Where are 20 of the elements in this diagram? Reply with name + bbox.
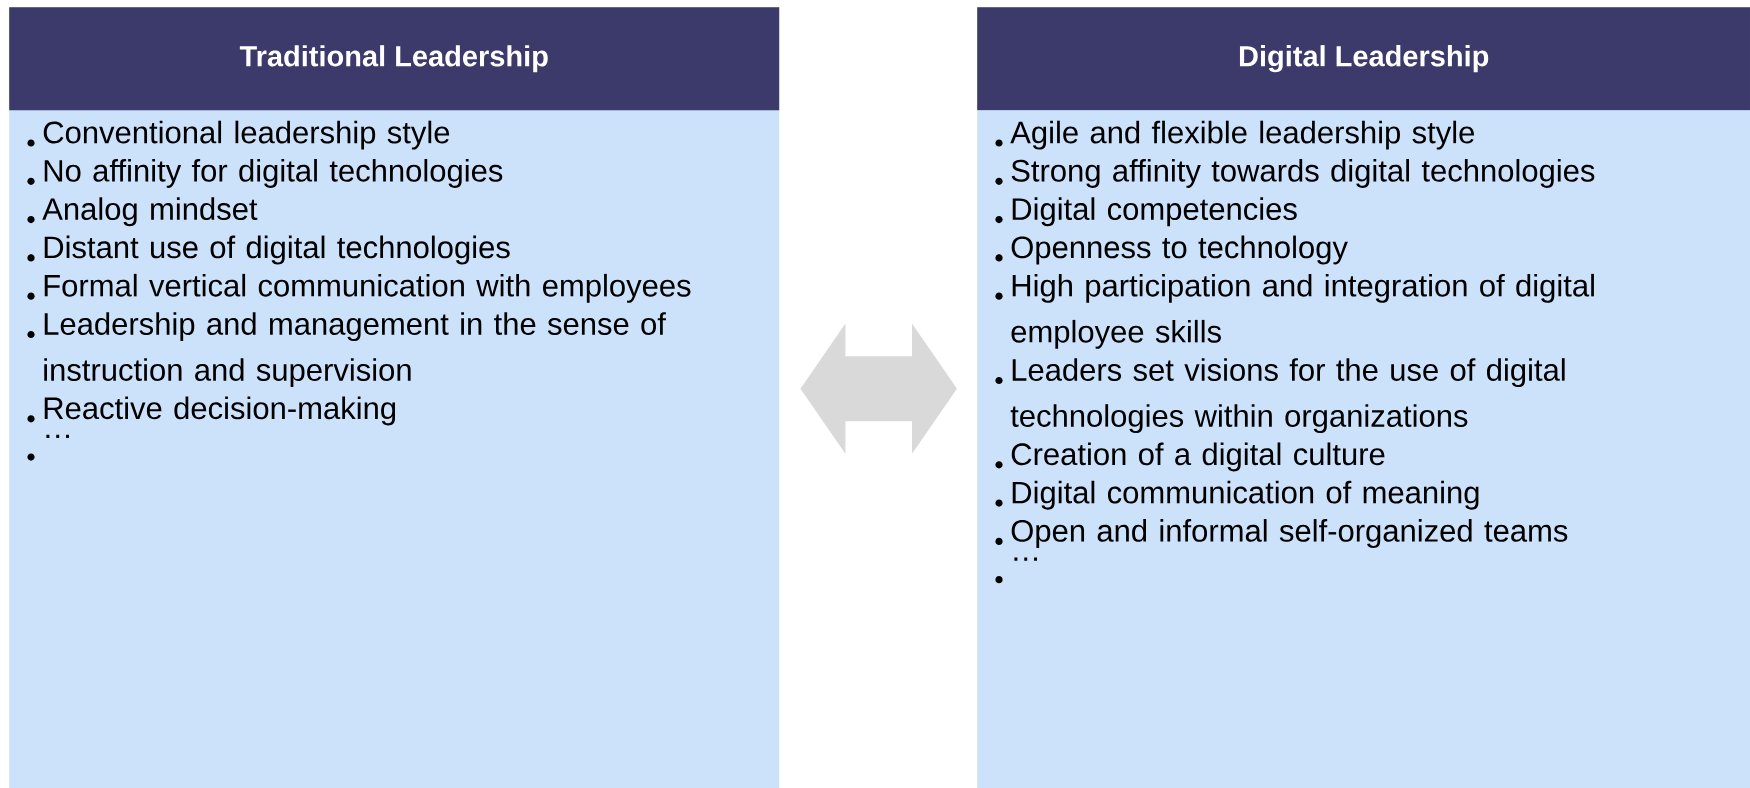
bullet-item: Reactive decision-making [44,396,396,426]
bullet-item: … [1014,557,1037,561]
bullet-item: Formal vertical communication with employees [44,273,691,303]
bullet-item: Distant use of digital technologies [44,235,510,265]
bullet-item: … [46,434,69,439]
bullet-item: Openness to technology [1011,235,1348,265]
bullet-item: Agile and flexible leadership style [1010,120,1474,150]
bullet-item: No affinity for digital technologies [44,159,503,188]
bullet-item: Conventional leadership style [43,120,450,150]
header-band: Traditional Leadership [9,7,780,111]
bullet-item: Leaders set visions for the use of digital technologies within organizations [1010,358,1565,434]
bullet-item: Digital communication of meaning [1012,480,1479,510]
bullet-item: Digital competencies [1012,197,1297,227]
bullet-item: Open and informal self-organized teams [1011,519,1568,548]
bullet-item: Analog mindset [42,197,258,227]
bullet-item: High participation and integration of digital employee skills [1011,273,1594,349]
header-band: Digital Leadership [977,7,1750,111]
bullet-item: Leadership and management in the sense of instruction and supervision [44,312,666,388]
bullet-item: Creation of a digital culture [1011,442,1385,472]
bullet-item: Strong affinity towards digital technologies [1011,159,1595,188]
